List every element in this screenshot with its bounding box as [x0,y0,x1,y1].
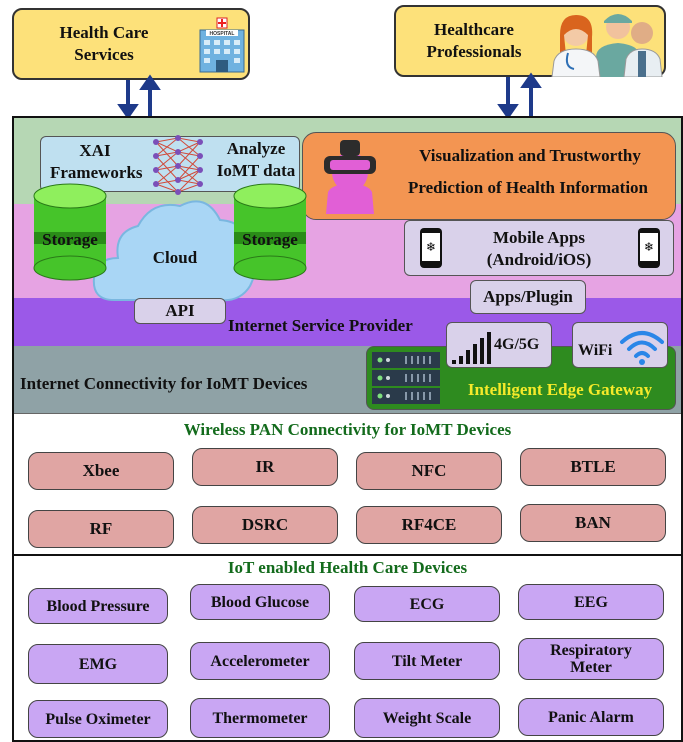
health-care-services-box: Health Care Services HOSPITAL [12,8,250,80]
arrow-down-left [117,80,139,120]
svg-text:❄: ❄ [426,240,436,254]
analyze-iomt-label: Analyze IoMT data [216,139,296,180]
phone-left-icon: ❄ [420,228,442,268]
arrow-up-right [520,72,542,116]
device-thermometer: Thermometer [190,698,330,738]
mobile-apps-line1: Mobile Apps [492,228,586,247]
visualization-line1: Visualization and Trustworthy [419,146,641,165]
pan-item-dsrc: DSRC [192,506,338,544]
neural-network-icon [153,135,203,195]
signal-bars-icon [452,332,491,364]
device-ecg: ECG [354,586,500,622]
device-weight-scale: Weight Scale [354,698,500,738]
storage-right-label: Storage [242,230,298,249]
cloud-label: Cloud [152,248,198,267]
visualization-line2: Prediction of Health Information [407,178,649,197]
main-frame: XAI Frameworks Analyze IoMT data Visuali… [12,116,683,742]
wifi-label: WiFi [578,342,613,359]
svg-text:❄: ❄ [644,240,654,254]
devices-title: IoT enabled Health Care Devices [227,558,468,577]
health-care-services-label: Health Care Services [59,23,149,64]
arrow-down-right [497,77,519,120]
cellular-label: 4G/5G [494,336,540,353]
storage-right-icon [233,183,307,281]
section-divider [14,554,681,556]
server-icon [372,352,440,404]
xai-frameworks-label: XAI Frameworks [50,141,143,182]
pan-item-nfc: NFC [356,452,502,490]
mobile-apps-line2: (Android/iOS) [486,250,592,269]
pan-item-rf: RF [28,510,174,548]
healthcare-professionals-label: Healthcare Professionals [426,20,522,61]
pan-item-xbee: Xbee [28,452,174,490]
mobile-apps-box [404,220,674,276]
device-panic-alarm: Panic Alarm [518,698,664,736]
phone-right-icon: ❄ [638,228,660,268]
gateway-label: Intelligent Edge Gateway [467,380,653,399]
connectivity-label: Internet Connectivity for IoMT Devices [20,374,308,393]
device-respiratory-meter: Respiratory Meter [518,638,664,680]
healthcare-professionals-box: Healthcare Professionals [394,5,666,78]
device-emg: EMG [28,644,168,684]
xai-box [40,136,300,192]
isp-label: Internet Service Provider [228,316,413,335]
wireless-pan-title: Wireless PAN Connectivity for IoMT Devic… [183,420,512,439]
pan-item-ir: IR [192,448,338,486]
storage-left-label: Storage [42,230,98,249]
api-box: API [134,298,226,324]
apps-plugin-box: Apps/Plugin [470,280,586,314]
wifi-icon [620,331,664,365]
arrows [117,72,542,120]
hospital-sign: HOSPITAL [210,31,235,37]
cellular-box [446,322,552,368]
vr-headset-icon [324,140,376,214]
device-accelerometer: Accelerometer [190,642,330,680]
device-blood-pressure: Blood Pressure [28,588,168,624]
doctors-icon [534,9,664,78]
device-eeg: EEG [518,584,664,620]
arrow-up-left [139,74,161,116]
hospital-icon: HOSPITAL [196,16,248,74]
device-tilt-meter: Tilt Meter [354,642,500,680]
device-blood-glucose: Blood Glucose [190,584,330,620]
pan-item-btle: BTLE [520,448,666,486]
storage-left-icon [33,183,107,281]
pan-item-ban: BAN [520,504,666,542]
pan-item-rf4ce: RF4CE [356,506,502,544]
device-pulse-oximeter: Pulse Oximeter [28,700,168,738]
